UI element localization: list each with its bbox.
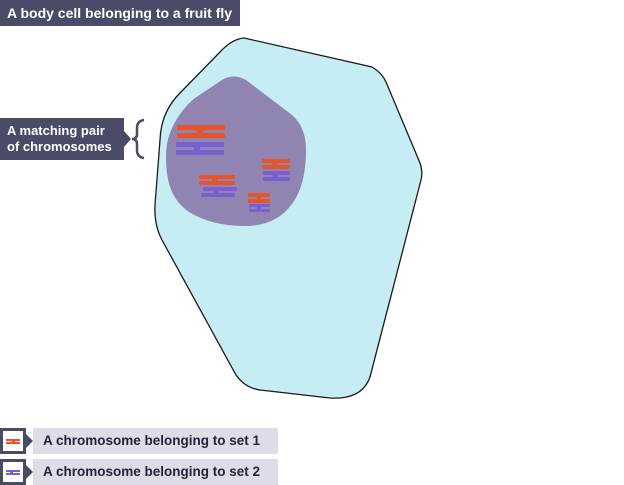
- chromosome-set1: [177, 125, 225, 138]
- matching-pair-label-line2: of chromosomes: [7, 139, 112, 154]
- chromosome-set1: [262, 159, 290, 169]
- chromosome-set1: [199, 175, 235, 185]
- matching-pair-pointer: [124, 131, 131, 147]
- chromosome-set2: [263, 171, 290, 181]
- chromosome-pair-2: [199, 175, 237, 197]
- matching-pair-label: A matching pair of chromosomes: [0, 118, 124, 160]
- chromosome-set2: [176, 142, 224, 155]
- brace-icon: [131, 118, 145, 160]
- set2-chromosome-icon: [0, 459, 26, 485]
- chromosome-set2: [249, 204, 270, 212]
- legend-label-set1: A chromosome belonging to set 1: [33, 428, 278, 454]
- chromosome-pair-4: [248, 193, 270, 212]
- chromosome-pair-3: [262, 159, 290, 181]
- matching-pair-label-line1: A matching pair: [7, 123, 105, 138]
- legend-pointer: [26, 434, 33, 448]
- nucleus: [166, 76, 306, 226]
- chromosome-set2: [201, 187, 237, 197]
- legend-label-set2: A chromosome belonging to set 2: [33, 459, 278, 485]
- cell-membrane: [154, 37, 423, 399]
- set1-chromosome-icon: [0, 428, 26, 454]
- chromosome-pair-1: [176, 125, 225, 155]
- chromosome-set1: [248, 193, 270, 203]
- legend-pointer: [26, 465, 33, 479]
- diagram-title: A body cell belonging to a fruit fly: [0, 0, 240, 26]
